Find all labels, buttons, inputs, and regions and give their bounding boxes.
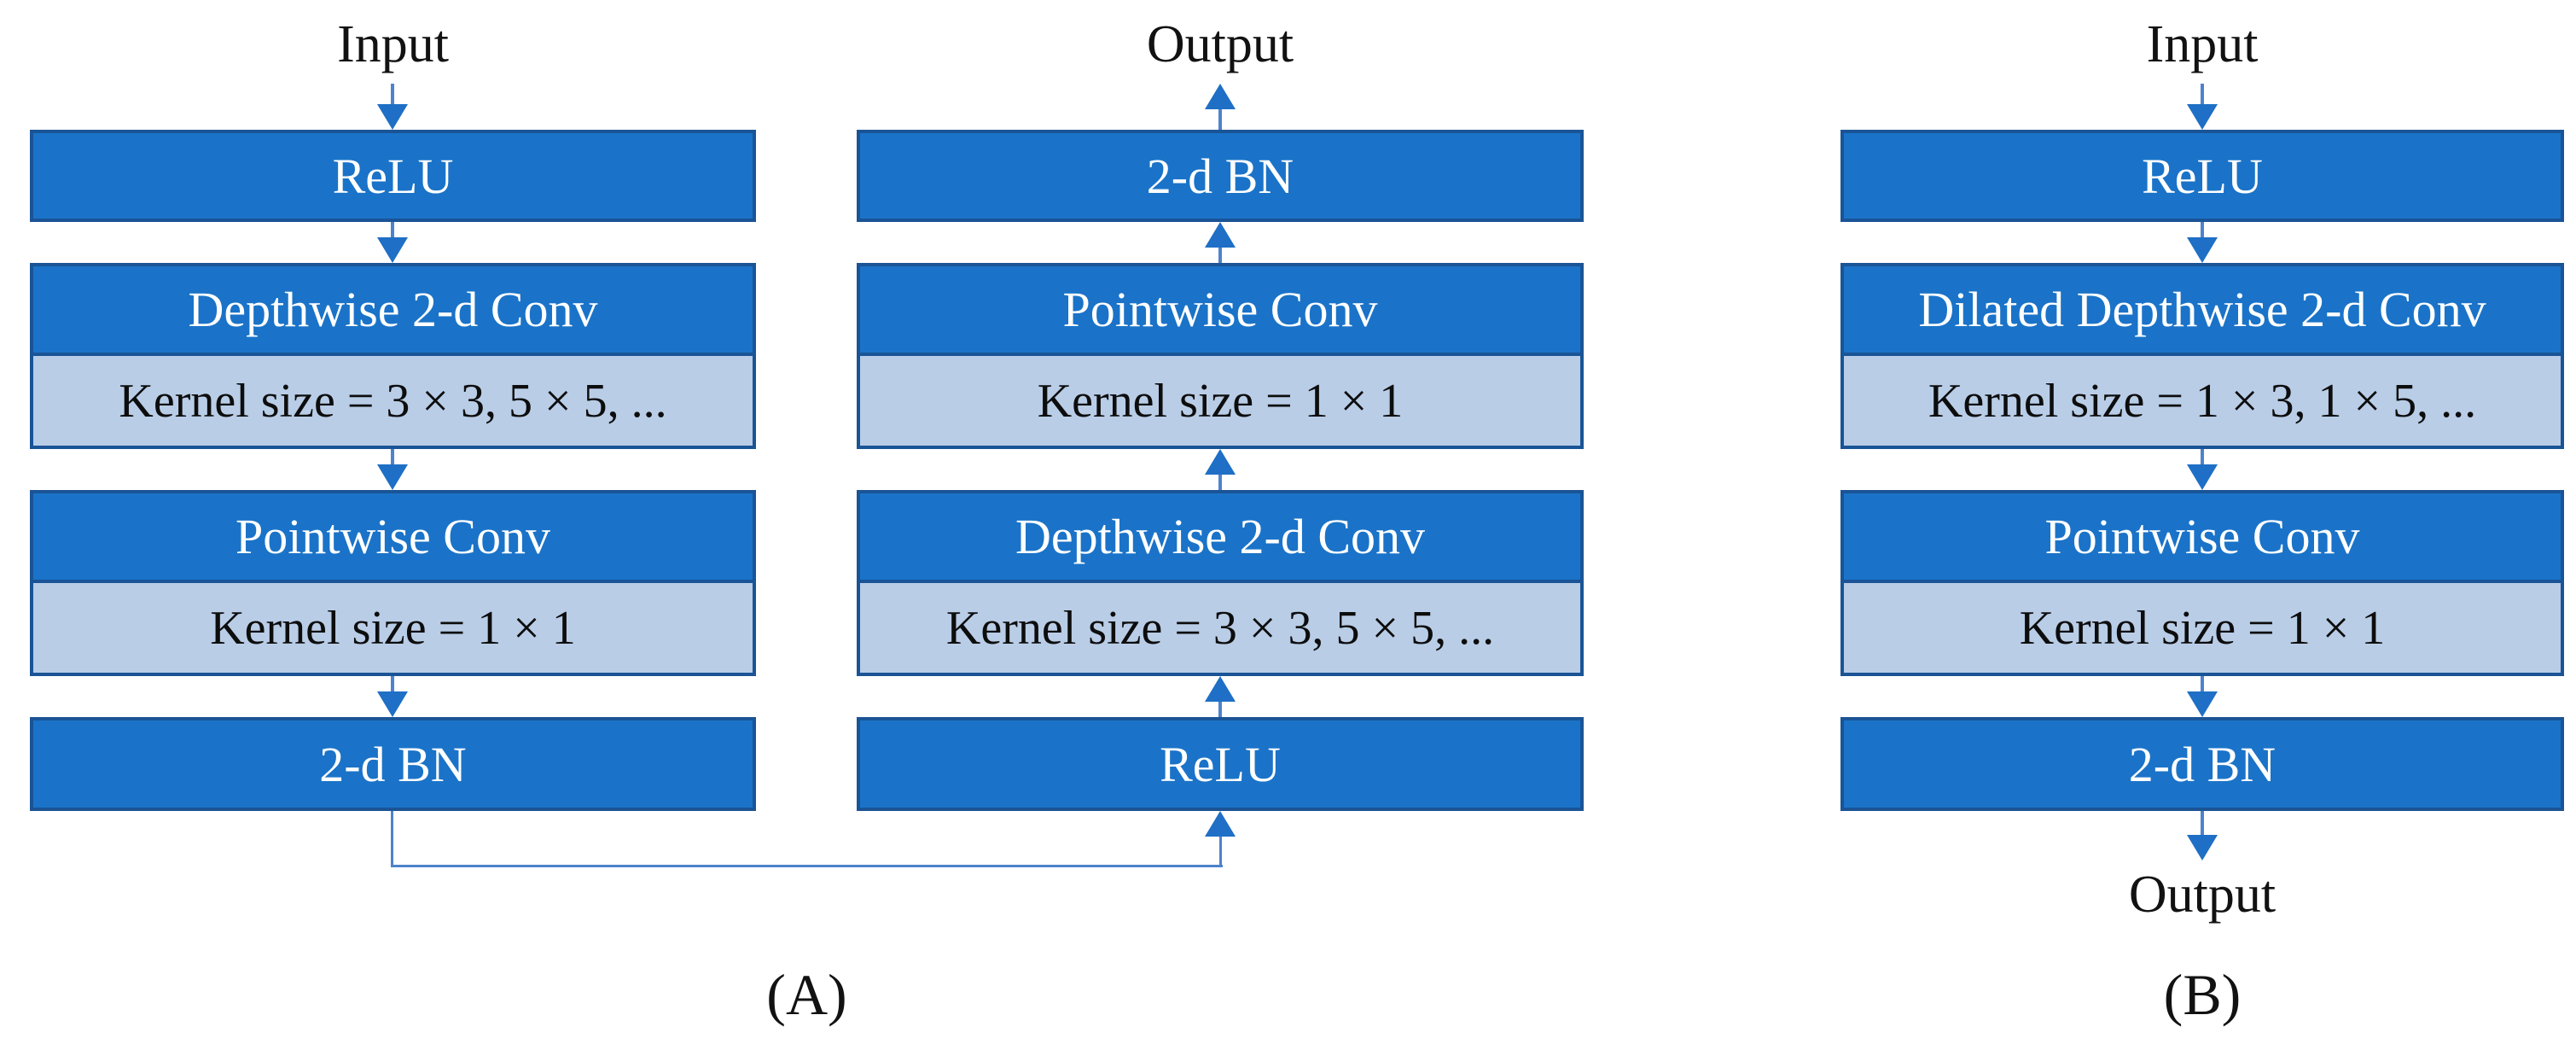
panel-a-caption: (A) [766, 962, 847, 1027]
panel-b-caption: (B) [2163, 962, 2242, 1027]
depthwise-conv-title: Depthwise 2-d Conv [860, 493, 1580, 583]
arrow-down-icon [2187, 676, 2218, 717]
arrow-head [1205, 84, 1236, 109]
arrow-shaft [2201, 676, 2204, 697]
arrow-down-icon [377, 222, 408, 263]
block-pointwise-conv: Pointwise Conv Kernel size = 1 × 1 [1840, 490, 2564, 676]
block-batch-norm: 2-d BN [1840, 717, 2564, 811]
pointwise-kernel-size: Kernel size = 1 × 1 [1844, 583, 2561, 673]
block-pointwise-conv: Pointwise Conv Kernel size = 1 × 1 [30, 490, 756, 676]
arrow-shaft [2201, 222, 2204, 242]
arrow-shaft [2201, 811, 2204, 840]
arrow-up-icon [1205, 84, 1236, 130]
arrow-head [2187, 104, 2218, 130]
arrow-down-icon [377, 449, 408, 490]
arrow-head [377, 104, 408, 130]
arrow-shaft [391, 222, 394, 242]
block-pointwise-conv: Pointwise Conv Kernel size = 1 × 1 [857, 263, 1584, 449]
arrow-head [1205, 222, 1236, 248]
arrow-head [377, 237, 408, 263]
arrow-down-icon [2187, 811, 2218, 860]
pointwise-kernel-size: Kernel size = 1 × 1 [33, 583, 753, 673]
depthwise-conv-title: Depthwise 2-d Conv [33, 266, 753, 356]
arrow-up-head-icon [1205, 811, 1236, 837]
panel-a-output-label: Output [1146, 15, 1294, 73]
arrow-head [2187, 835, 2218, 860]
block-depthwise-conv: Depthwise 2-d Conv Kernel size = 3 × 3, … [30, 263, 756, 449]
block-depthwise-conv: Depthwise 2-d Conv Kernel size = 3 × 3, … [857, 490, 1584, 676]
arrow-shaft [1218, 242, 1222, 263]
arrow-shaft [1218, 697, 1222, 717]
arrow-head [377, 691, 408, 717]
panel-b-output-label: Output [2128, 865, 2277, 924]
arrow-down-icon [2187, 222, 2218, 263]
arrow-down-icon [377, 84, 408, 130]
pointwise-conv-title: Pointwise Conv [1844, 493, 2561, 583]
arrow-down-icon [2187, 449, 2218, 490]
block-dilated-depthwise-conv: Dilated Depthwise 2-d Conv Kernel size =… [1840, 263, 2564, 449]
pointwise-kernel-size: Kernel size = 1 × 1 [860, 356, 1580, 446]
arrow-shaft [391, 676, 394, 697]
block-relu: ReLU [1840, 130, 2564, 222]
panel-b-input-label: Input [2146, 15, 2259, 73]
block-relu: ReLU [857, 717, 1584, 811]
depthwise-kernel-size: Kernel size = 3 × 3, 5 × 5, ... [860, 583, 1580, 673]
arrow-up-icon [1205, 676, 1236, 717]
arrow-head [2187, 237, 2218, 263]
arrow-head [377, 464, 408, 490]
connector-line-horizontal [391, 865, 1223, 867]
arrow-shaft [2201, 84, 2204, 109]
block-batch-norm: 2-d BN [857, 130, 1584, 222]
arrow-shaft [2201, 449, 2204, 470]
arrow-down-icon [2187, 84, 2218, 130]
arrow-shaft [391, 449, 394, 470]
connector-line-vertical [391, 811, 393, 867]
arrow-shaft [391, 84, 394, 109]
dilated-depthwise-conv-title: Dilated Depthwise 2-d Conv [1844, 266, 2561, 356]
arrow-shaft [1218, 470, 1222, 490]
panel-a-input-label: Input [337, 15, 449, 73]
arrow-head [1205, 676, 1236, 702]
block-batch-norm: 2-d BN [30, 717, 756, 811]
arrow-head [2187, 464, 2218, 490]
arrow-shaft [1218, 104, 1222, 130]
dilated-depthwise-kernel-size: Kernel size = 1 × 3, 1 × 5, ... [1844, 356, 2561, 446]
arrow-down-icon [377, 676, 408, 717]
connector-line-vertical [1219, 837, 1222, 867]
block-relu: ReLU [30, 130, 756, 222]
arrow-head [1205, 449, 1236, 475]
arrow-up-icon [1205, 449, 1236, 490]
pointwise-conv-title: Pointwise Conv [860, 266, 1580, 356]
pointwise-conv-title: Pointwise Conv [33, 493, 753, 583]
arrow-head [2187, 691, 2218, 717]
arrow-up-icon [1205, 222, 1236, 263]
depthwise-kernel-size: Kernel size = 3 × 3, 5 × 5, ... [33, 356, 753, 446]
